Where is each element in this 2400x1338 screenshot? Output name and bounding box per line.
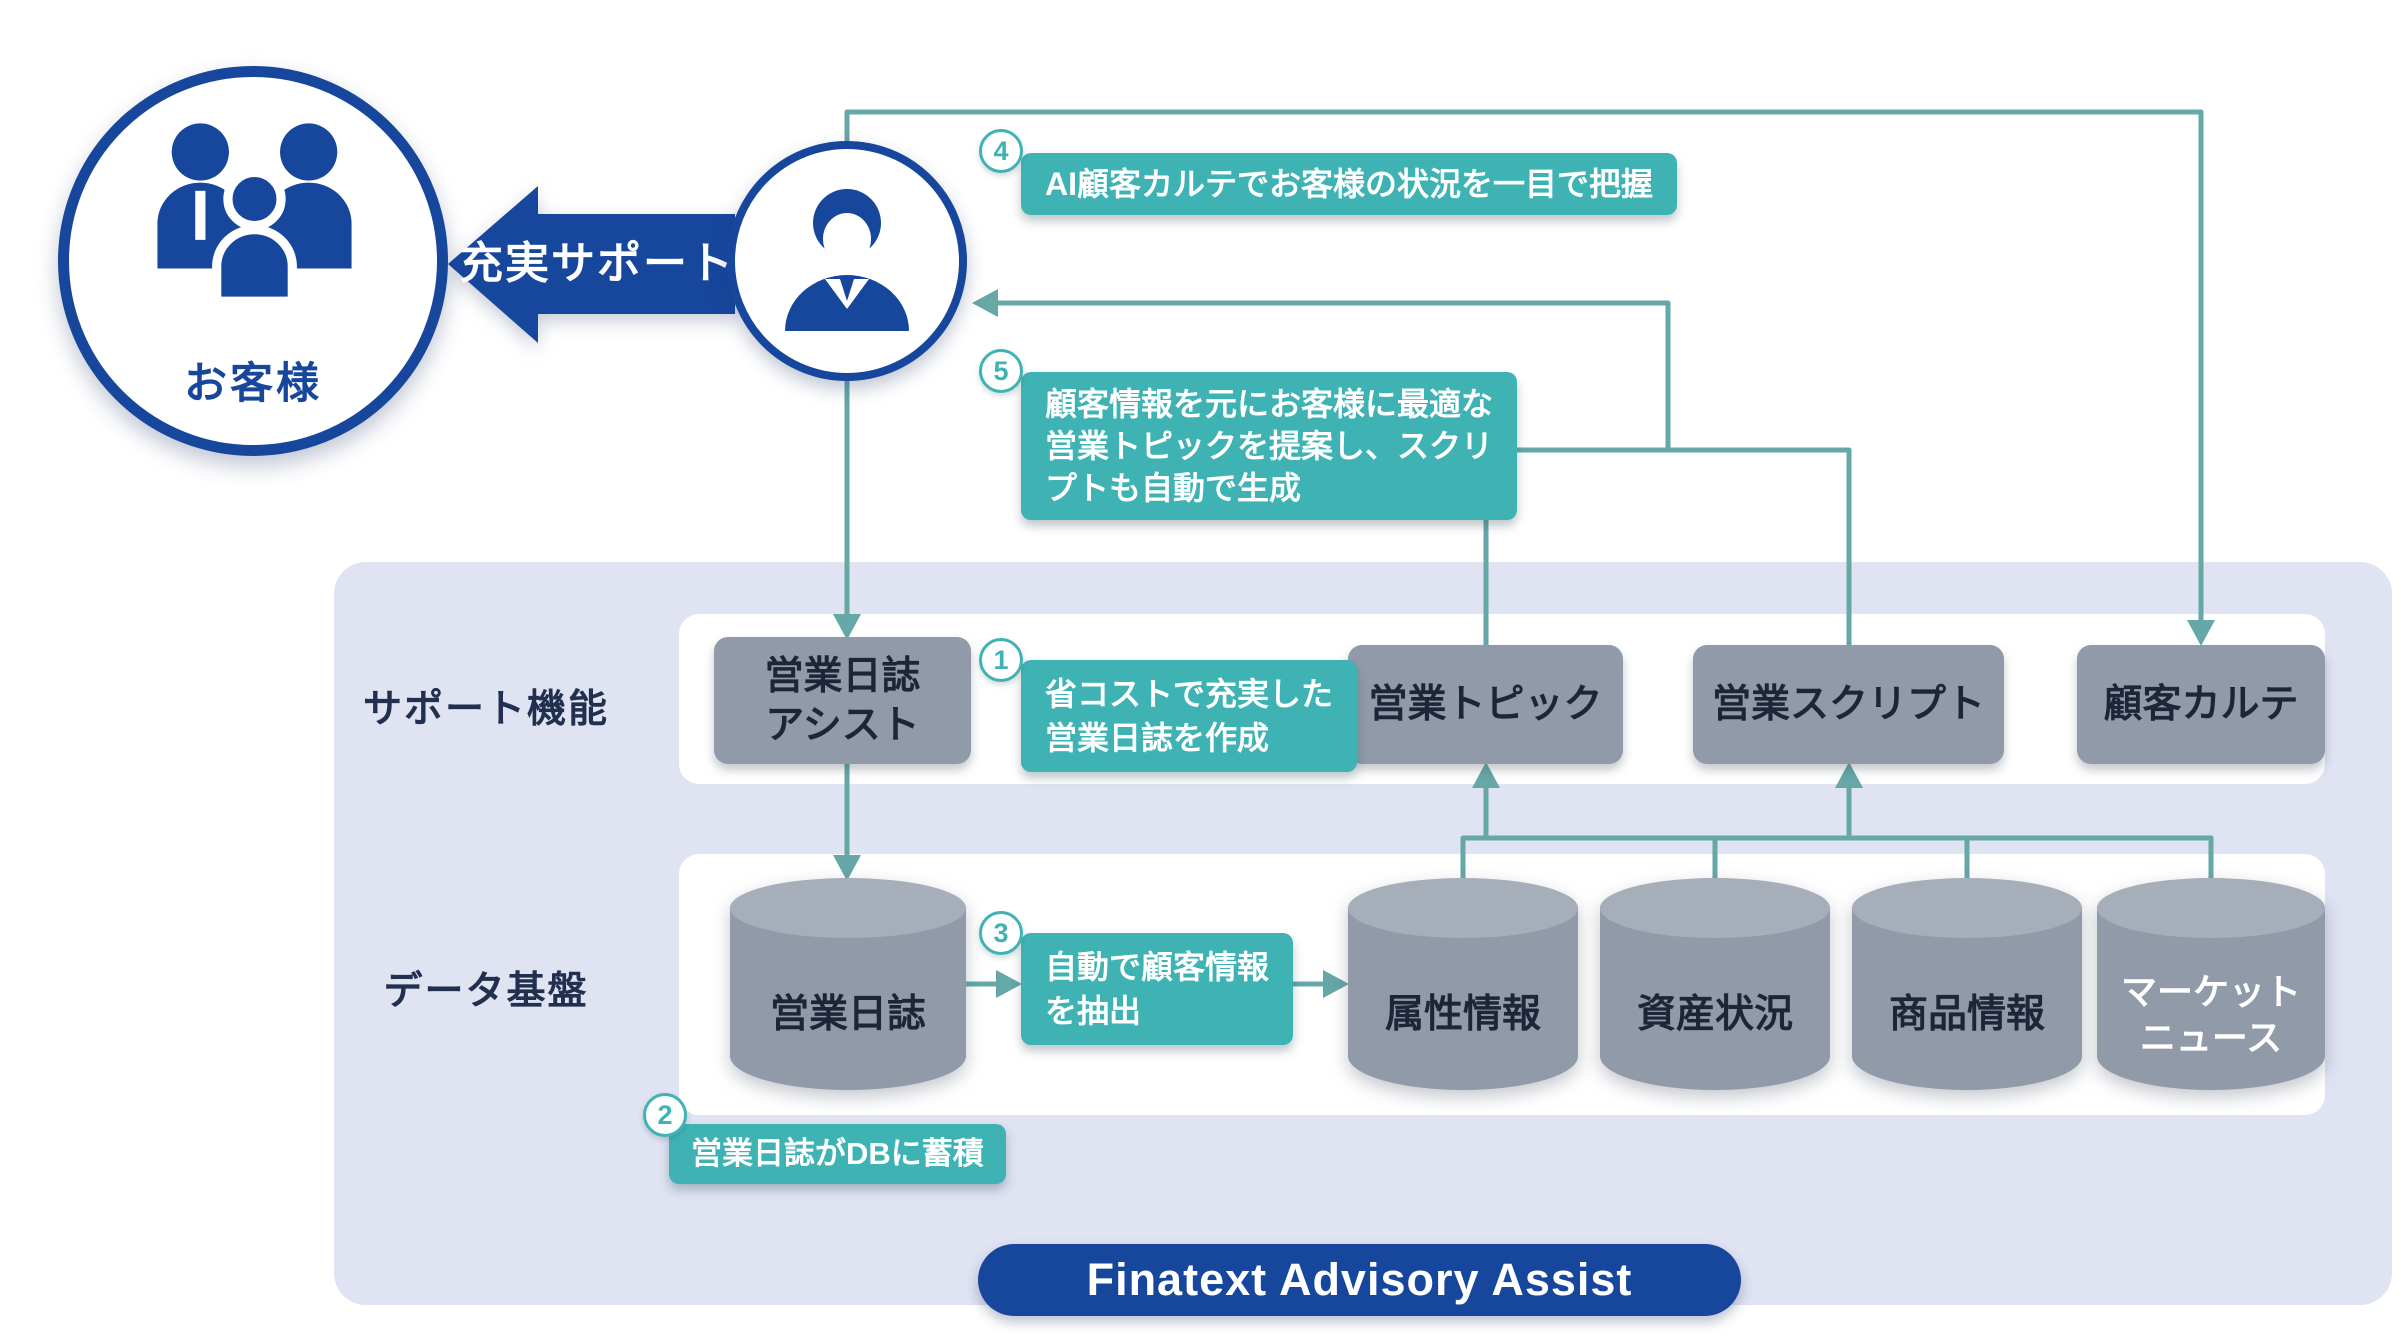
db-label: 商品情報 xyxy=(1852,940,2082,1090)
advisor-icon xyxy=(785,189,909,331)
db-label: マーケット ニュース xyxy=(2097,940,2325,1090)
db-asset-status: 資産状況 xyxy=(1600,878,1830,1090)
callout-step3: 自動で顧客情報 を抽出 xyxy=(1021,933,1294,1045)
callout-text: 営業トピックを提案し、スクリ xyxy=(1045,428,1494,464)
db-label-line: 資産状況 xyxy=(1636,993,1793,1036)
data-row-label: データ基盤 xyxy=(383,970,589,1013)
db-product-info: 商品情報 xyxy=(1852,878,2082,1090)
arrowhead-into-diary-db xyxy=(833,855,861,881)
arrowhead-into-diary-assist xyxy=(833,614,861,640)
support-arrow-shape xyxy=(448,186,735,343)
callout-text: を抽出 xyxy=(1045,993,1142,1029)
box-sales-script: 営業スクリプト xyxy=(1693,645,2004,764)
line-advisor-to-karte xyxy=(844,109,2204,622)
cylinder-top xyxy=(730,878,966,938)
callout-step4: AI顧客カルテでお客様の状況を一目で把握 xyxy=(1021,153,1678,215)
callout-text: プトも自動で生成 xyxy=(1045,470,1302,506)
step-5-badge: 5 xyxy=(979,349,1023,393)
box-label: アシスト xyxy=(765,703,920,747)
callout-text: 省コストで充実した xyxy=(1045,676,1334,712)
product-logo-pill: Finatext Advisory Assist xyxy=(978,1244,1741,1316)
db-market-news: マーケット ニュース xyxy=(2097,878,2325,1090)
db-label: 資産状況 xyxy=(1600,940,1830,1090)
cylinder-body xyxy=(2097,908,2325,1090)
db-label-line: マーケット xyxy=(2120,971,2301,1012)
arrowhead-into-attributes xyxy=(1323,970,1349,998)
customers-icon xyxy=(157,123,352,306)
step-2-badge: 2 xyxy=(643,1093,687,1137)
customer-circle: お客様 xyxy=(58,66,448,456)
box-label: 営業日誌 xyxy=(764,654,921,698)
advisor-circle xyxy=(727,141,967,381)
db-label: 営業日誌 xyxy=(730,940,966,1090)
arrowhead-into-extract xyxy=(996,970,1022,998)
box-label: 営業スクリプト xyxy=(1711,683,1985,726)
cylinder-top xyxy=(1852,878,2082,938)
box-label: 顧客カルテ xyxy=(2103,683,2299,726)
callout-step5: 顧客情報を元にお客様に最適な 営業トピックを提案し、スクリ プトも自動で生成 xyxy=(1021,372,1518,520)
cylinder-top xyxy=(1600,878,1830,938)
db-label-line: 商品情報 xyxy=(1888,993,2045,1036)
box-customer-karte: 顧客カルテ xyxy=(2077,645,2325,764)
cylinder-body xyxy=(730,908,966,1090)
line-databases-bus xyxy=(1460,786,2214,878)
cylinder-body xyxy=(1348,908,1578,1090)
cylinder-top xyxy=(1348,878,1578,938)
db-label-line: 属性情報 xyxy=(1384,993,1541,1036)
callout-text: 営業日誌がDBに蓄積 xyxy=(691,1136,984,1171)
arrowhead-into-scripts xyxy=(1835,762,1863,788)
arrowhead-into-karte xyxy=(2187,620,2215,646)
cylinder-body xyxy=(1852,908,2082,1090)
support-arrow xyxy=(448,186,735,343)
step-1-badge: 1 xyxy=(979,638,1023,682)
arrowhead-into-topics xyxy=(1472,762,1500,788)
arrowheads xyxy=(833,289,2215,998)
callout-text: 顧客情報を元にお客様に最適な xyxy=(1045,386,1494,422)
db-label-line: 営業日誌 xyxy=(769,993,926,1036)
step-3-badge: 3 xyxy=(979,911,1023,955)
line-topics-scripts-to-advisor xyxy=(996,300,1852,645)
cylinder-body xyxy=(1600,908,1830,1090)
arrowhead-into-advisor xyxy=(972,289,998,317)
db-label-line: ニュース xyxy=(2139,1017,2283,1058)
customers-icon-group xyxy=(157,123,352,306)
customer-label: お客様 xyxy=(184,360,322,408)
box-sales-diary-assist: 営業日誌 アシスト xyxy=(714,637,971,764)
callout-step1: 省コストで充実した 営業日誌を作成 xyxy=(1021,660,1358,772)
product-logo-text: Finatext Advisory Assist xyxy=(1086,1254,1633,1305)
step-4-badge: 4 xyxy=(979,129,1023,173)
db-attribute-info: 属性情報 xyxy=(1348,878,1578,1090)
flow-lines xyxy=(844,109,2214,987)
db-label: 属性情報 xyxy=(1348,940,1578,1090)
callout-step2: 営業日誌がDBに蓄積 xyxy=(669,1124,1006,1184)
callout-text: 自動で顧客情報 xyxy=(1045,949,1270,985)
box-label: 営業トピック xyxy=(1368,683,1603,726)
support-arrow-label: 充実サポート xyxy=(459,239,735,288)
cylinder-top xyxy=(2097,878,2325,938)
box-sales-topic: 営業トピック xyxy=(1348,645,1623,764)
callout-text: AI顧客カルテでお客様の状況を一目で把握 xyxy=(1045,166,1654,202)
callout-text: 営業日誌を作成 xyxy=(1045,720,1270,756)
db-sales-diary: 営業日誌 xyxy=(730,878,966,1090)
support-row-label: サポート機能 xyxy=(362,688,609,731)
